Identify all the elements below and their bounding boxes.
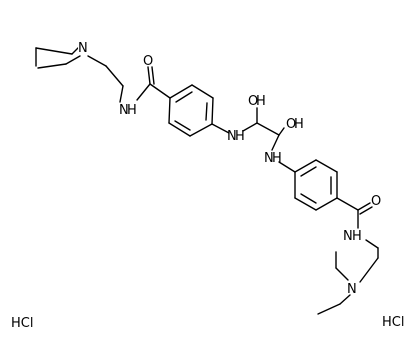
- bond: [211, 123, 230, 134]
- bond: [315, 197, 338, 211]
- atom-symbol: N: [347, 282, 357, 297]
- atom-hydrogen: H: [127, 103, 137, 118]
- atom-hydrogen: H: [352, 229, 362, 244]
- bond: [359, 257, 379, 283]
- atom-label: N H: [227, 129, 245, 144]
- bond: [256, 122, 280, 136]
- atom-symbol: N: [227, 129, 237, 144]
- atom-label: N: [347, 282, 357, 297]
- atom-symbol: O: [286, 117, 296, 132]
- bond: [336, 197, 359, 211]
- atom-label: O H: [286, 117, 304, 132]
- bond: [35, 47, 73, 55]
- bond: [365, 239, 379, 249]
- counterions: HCl HCl: [11, 315, 404, 331]
- bond: [205, 102, 208, 121]
- bond: [65, 55, 81, 65]
- bond: [119, 85, 124, 103]
- bond: [175, 91, 193, 103]
- bond: [294, 197, 317, 211]
- atom-hydrogen: H: [235, 129, 245, 144]
- atom-symbol: N: [264, 151, 274, 166]
- atom-symbol: O: [371, 194, 381, 209]
- bond: [315, 159, 338, 173]
- atom-label: N: [78, 39, 89, 56]
- bond: [317, 303, 341, 315]
- atom-label: N H: [343, 229, 362, 244]
- atom-symbol: N: [343, 229, 353, 244]
- atom-symbol: N: [78, 41, 88, 56]
- atom-hydrogen: H: [256, 94, 266, 109]
- bond: [335, 267, 349, 281]
- bond: [271, 134, 280, 151]
- atom-label: O H: [248, 94, 266, 109]
- atom-label: O: [371, 194, 381, 209]
- atom-label: O: [143, 54, 153, 69]
- atom-symbol: N: [119, 103, 129, 118]
- atom-symbol: O: [143, 54, 153, 69]
- atom-label: N H: [119, 103, 137, 118]
- bond: [300, 166, 317, 177]
- bond: [168, 97, 171, 124]
- bond: [211, 97, 214, 125]
- bond: [136, 83, 151, 101]
- bonds: [35, 43, 379, 315]
- bond: [357, 202, 371, 211]
- bond: [149, 83, 171, 99]
- bond: [105, 65, 124, 87]
- bond: [37, 63, 67, 69]
- bond: [242, 122, 258, 132]
- bond: [189, 123, 213, 137]
- bond: [151, 66, 155, 85]
- bond: [147, 66, 151, 85]
- bond: [300, 193, 317, 204]
- bond: [278, 127, 285, 136]
- bond: [294, 159, 317, 173]
- hcl-salt-left: HCl: [11, 316, 33, 331]
- bond: [359, 206, 373, 215]
- atom-hydrogen: H: [272, 151, 282, 166]
- bond: [87, 55, 107, 67]
- bond: [339, 294, 351, 305]
- bond: [191, 84, 214, 99]
- hcl-salt-right: HCl: [382, 315, 404, 330]
- atom-symbol: O: [248, 94, 258, 109]
- bond: [168, 122, 191, 137]
- atom-label: N H: [264, 151, 282, 166]
- bond: [278, 161, 296, 173]
- bond: [169, 84, 193, 99]
- bond: [174, 120, 191, 131]
- atom-hydrogen: H: [294, 117, 304, 132]
- atom-labels: N O N H N H O H O H N H O N H: [78, 39, 381, 297]
